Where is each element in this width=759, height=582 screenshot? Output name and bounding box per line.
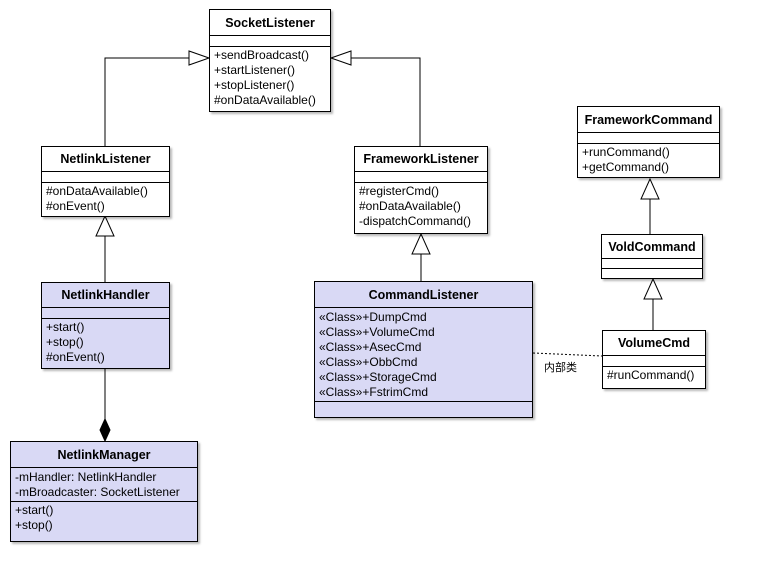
- class-vold-command[interactable]: VoldCommand: [601, 234, 703, 279]
- attributes-section: [42, 308, 169, 319]
- class-volume-cmd[interactable]: VolumeCmd #runCommand(): [602, 330, 706, 389]
- operations-section: +runCommand() +getCommand(): [578, 144, 719, 176]
- class-name: NetlinkManager: [11, 442, 197, 468]
- class-name: CommandListener: [315, 282, 532, 308]
- generalization-netlinklistener-socketlistener: [104, 57, 189, 146]
- attributes-section: [602, 259, 702, 269]
- attributes-section: [578, 133, 719, 144]
- operation: +start(): [15, 503, 54, 517]
- operation: +stop(): [15, 518, 53, 532]
- class-name: SocketListener: [210, 10, 330, 36]
- class-name: FrameworkListener: [355, 147, 487, 172]
- operation: +runCommand(): [582, 145, 670, 159]
- class-name: FrameworkCommand: [578, 107, 719, 133]
- class-name: VoldCommand: [602, 235, 702, 259]
- class-netlink-listener[interactable]: NetlinkListener #onDataAvailable() #onEv…: [41, 146, 170, 217]
- generalization-arrowhead: [329, 50, 352, 66]
- attribute: «Class»+AsecCmd: [319, 340, 422, 354]
- generalization-arrowhead: [643, 277, 663, 300]
- inner-class-link: [532, 352, 603, 357]
- operations-section: +start() +stop(): [11, 502, 197, 534]
- operation: -dispatchCommand(): [359, 214, 472, 228]
- operation: +stop(): [46, 335, 84, 349]
- attributes-section: [210, 36, 330, 47]
- operation: +stopListener(): [214, 78, 295, 92]
- attribute: «Class»+FstrimCmd: [319, 385, 429, 399]
- attribute: «Class»+StorageCmd: [319, 370, 437, 384]
- operation: #onDataAvailable(): [214, 93, 316, 107]
- attribute: «Class»+DumpCmd: [319, 310, 427, 324]
- operations-section: [315, 402, 532, 414]
- operation: #registerCmd(): [359, 184, 440, 198]
- attribute: «Class»+VolumeCmd: [319, 325, 435, 339]
- attribute: -mBroadcaster: SocketListener: [15, 485, 180, 499]
- attribute: -mHandler: NetlinkHandler: [15, 470, 157, 484]
- class-name: VolumeCmd: [603, 331, 705, 356]
- operation: #onEvent(): [46, 350, 105, 364]
- operation: +start(): [46, 320, 85, 334]
- class-framework-command[interactable]: FrameworkCommand +runCommand() +getComma…: [577, 106, 720, 178]
- generalization-frameworklistener-socketlistener: [351, 57, 421, 146]
- operation: +startListener(): [214, 63, 296, 77]
- class-netlink-handler[interactable]: NetlinkHandler +start() +stop() #onEvent…: [41, 282, 170, 369]
- generalization-arrowhead: [95, 214, 115, 237]
- class-framework-listener[interactable]: FrameworkListener #registerCmd() #onData…: [354, 146, 488, 234]
- class-name: NetlinkHandler: [42, 283, 169, 308]
- operation: #runCommand(): [607, 368, 695, 382]
- generalization-arrowhead: [640, 177, 660, 200]
- class-socket-listener[interactable]: SocketListener +sendBroadcast() +startLi…: [209, 9, 331, 112]
- attributes-section: [42, 172, 169, 183]
- operation: #onDataAvailable(): [46, 184, 148, 198]
- attributes-section: -mHandler: NetlinkHandler -mBroadcaster:…: [11, 468, 197, 502]
- inner-class-label: 内部类: [544, 361, 577, 374]
- operations-section: #runCommand(): [603, 367, 705, 384]
- class-netlink-manager[interactable]: NetlinkManager -mHandler: NetlinkHandler…: [10, 441, 198, 542]
- attributes-section: «Class»+DumpCmd «Class»+VolumeCmd «Class…: [315, 308, 532, 402]
- composition-diamond: [99, 417, 111, 443]
- operation: +getCommand(): [582, 160, 670, 174]
- operation: +sendBroadcast(): [214, 48, 310, 62]
- operations-section: #onDataAvailable() #onEvent(): [42, 183, 169, 215]
- operations-section: [602, 269, 702, 278]
- attributes-section: [355, 172, 487, 183]
- operations-section: #registerCmd() #onDataAvailable() -dispa…: [355, 183, 487, 230]
- operation: #onEvent(): [46, 199, 105, 213]
- attributes-section: [603, 356, 705, 367]
- generalization-arrowhead: [411, 232, 431, 255]
- operation: #onDataAvailable(): [359, 199, 461, 213]
- attribute: «Class»+ObbCmd: [319, 355, 418, 369]
- operations-section: +sendBroadcast() +startListener() +stopL…: [210, 47, 330, 109]
- class-command-listener[interactable]: CommandListener «Class»+DumpCmd «Class»+…: [314, 281, 533, 418]
- generalization-arrowhead: [188, 50, 211, 66]
- operations-section: +start() +stop() #onEvent(): [42, 319, 169, 366]
- class-name: NetlinkListener: [42, 147, 169, 172]
